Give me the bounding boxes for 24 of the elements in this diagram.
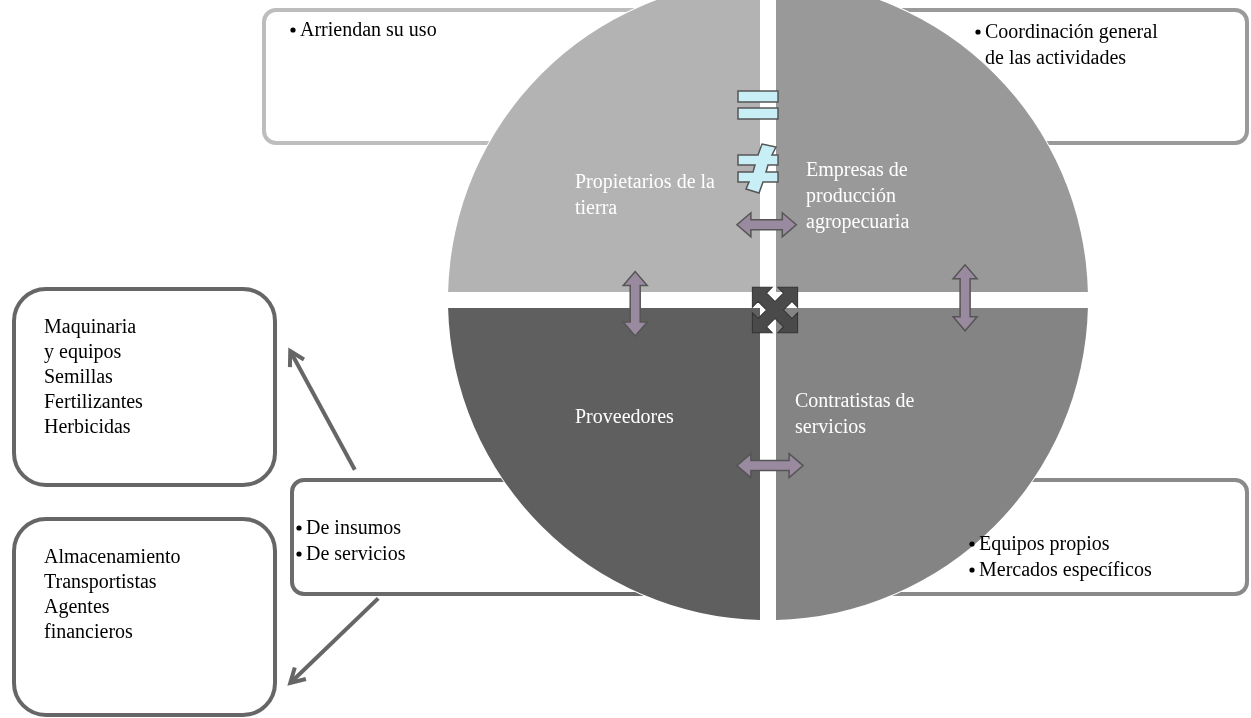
quadrant-label: Propietarios de la tierra (575, 169, 715, 220)
list-item: Agentes financieros (44, 594, 134, 644)
double-arrow (735, 451, 805, 480)
quadrant-label: Contratistas de servicios (795, 388, 916, 439)
quadrant-label: Empresas de producción agropecuaria (806, 157, 911, 234)
list-item: Equipos propios (979, 532, 1110, 554)
list-item: Transportistas (44, 569, 158, 594)
list-item: Fertilizantes (44, 389, 144, 414)
list-item: Mercados específicos (979, 558, 1152, 580)
rounded-box (12, 287, 277, 487)
quadrant-label: Proveedores (575, 404, 675, 429)
arrow (288, 596, 380, 685)
list-item: Arriendan su uso (300, 18, 437, 40)
rounded-box (12, 517, 277, 717)
list-item: De servicios (306, 542, 406, 564)
list-item: De insumos (306, 516, 401, 538)
list-item: Maquinaria y equipos (44, 314, 138, 364)
double-arrow (621, 270, 649, 338)
arrow (287, 349, 357, 471)
double-arrow (951, 263, 979, 332)
list-item: Coordinación general de las actividades (985, 20, 1158, 68)
double-arrow (735, 211, 798, 239)
list-item: Herbicidas (44, 414, 132, 439)
list-item: Semillas (44, 364, 114, 389)
